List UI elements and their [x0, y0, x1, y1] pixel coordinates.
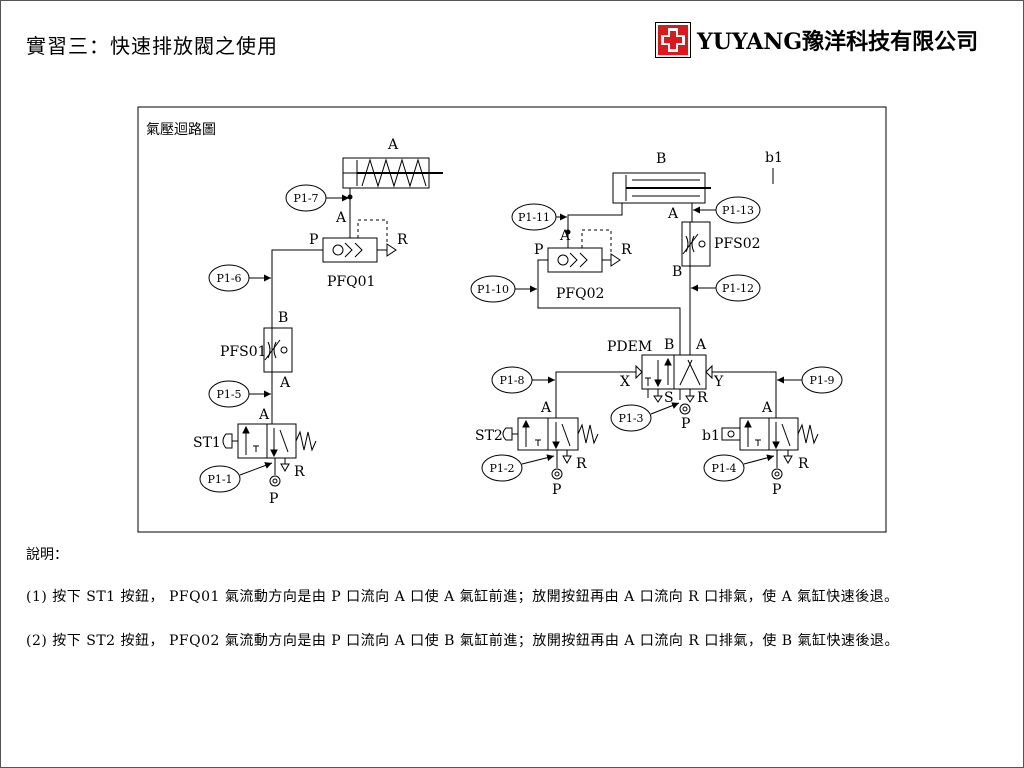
- probe-p1-9: [777, 366, 843, 394]
- label-pfs02: PFS02: [714, 236, 761, 252]
- probe-label-p1-8: P1-8: [499, 374, 524, 387]
- st2-valve: [502, 417, 599, 451]
- label-b1: b1: [702, 428, 720, 444]
- probe-p1-2: [481, 454, 555, 482]
- label-pfq02-p: P: [534, 242, 543, 258]
- label-pdem-x: X: [620, 374, 630, 390]
- label-pfq01-r: R: [397, 232, 408, 248]
- probe-label-p1-3: P1-3: [618, 412, 643, 425]
- probe-label-p1-6: P1-6: [216, 272, 241, 285]
- probe-p1-5: [208, 380, 271, 408]
- probe-label-p1-7: P1-7: [293, 192, 318, 205]
- page-title: 實習三：快速排放閥之使用: [26, 34, 278, 58]
- label-pdem-y: Y: [713, 374, 724, 390]
- pdem-valve: [635, 354, 713, 403]
- label-pfs01: PFS01: [220, 344, 267, 360]
- label-st1-p: P: [269, 491, 278, 507]
- probe-p1-3: [610, 402, 680, 432]
- cylinder-b: [612, 172, 711, 204]
- probe-label-p1-4: P1-4: [711, 462, 736, 475]
- probe-p1-12: [691, 274, 761, 302]
- pfs01-flow-control: [263, 327, 293, 373]
- probe-p1-4: [703, 454, 775, 482]
- b1-valve: [721, 417, 819, 451]
- label-pdem-s: S: [664, 390, 674, 406]
- label-st1: ST1: [193, 435, 221, 451]
- probe-label-p1-9: P1-9: [809, 374, 834, 387]
- label-pdem-a: A: [695, 337, 707, 353]
- label-pfq02-a: A: [559, 228, 571, 244]
- label-pfq01-p: P: [309, 232, 318, 248]
- label-cylinder-a: A: [387, 137, 399, 153]
- pfs02-flow-control: [681, 221, 711, 267]
- label-st2-p: P: [552, 482, 561, 498]
- label-pdem: PDEM: [607, 339, 652, 355]
- probe-label-p1-5: P1-5: [216, 388, 241, 401]
- probe-p1-6: [208, 264, 271, 292]
- label-pdem-b: B: [664, 337, 674, 353]
- probe-p1-1: [199, 462, 273, 493]
- label-pfq01: PFQ01: [327, 274, 375, 290]
- label-cylinder-b: B: [656, 151, 666, 167]
- probe-label-p1-1: P1-1: [207, 473, 232, 486]
- company-logo: YUYANG豫洋科技有限公司: [655, 22, 978, 58]
- probe-label-p1-2: P1-2: [489, 462, 514, 475]
- yuyang-cross-icon: [655, 22, 691, 58]
- label-b1-r: R: [798, 456, 809, 472]
- description-heading: 說明：: [26, 547, 68, 563]
- probe-p1-13: [693, 196, 761, 224]
- label-st2-r: R: [576, 456, 587, 472]
- probe-p1-11: [511, 203, 567, 231]
- probe-p1-8: [491, 366, 555, 394]
- label-pfq02-r: R: [621, 242, 632, 258]
- probe-p1-7: [285, 184, 349, 212]
- label-st1-r: R: [294, 464, 305, 480]
- diagram-border: [137, 106, 887, 533]
- pfq01-valve: [322, 219, 397, 263]
- description-line-1: (1) 按下 ST1 按鈕， PFQ01 氣流動方向是由 P 口流向 A 口使 …: [26, 589, 899, 605]
- probe-label-p1-11: P1-11: [518, 211, 550, 224]
- label-b1-top: b1: [765, 150, 783, 166]
- diagram-caption: 氣壓迴路圖: [146, 122, 216, 138]
- probe-label-p1-13: P1-13: [722, 204, 754, 217]
- label-st1-a: A: [258, 407, 270, 423]
- st1-valve: [222, 423, 317, 459]
- label-pfs02-b: B: [672, 264, 682, 280]
- probe-p1-10: [470, 275, 537, 303]
- pfq02-valve: [547, 229, 621, 273]
- label-b1-p: P: [772, 482, 781, 498]
- company-name: YUYANG豫洋科技有限公司: [697, 29, 979, 55]
- cylinder-a: [342, 157, 443, 189]
- probe-label-p1-12: P1-12: [722, 282, 754, 295]
- label-st2: ST2: [475, 428, 503, 444]
- label-st2-a: A: [540, 400, 552, 416]
- probe-label-p1-10: P1-10: [477, 283, 509, 296]
- label-pfq01-a: A: [335, 210, 347, 226]
- label-pdem-p: P: [681, 416, 690, 432]
- label-pfs01-b: B: [278, 310, 288, 326]
- label-b1-a: A: [761, 400, 773, 416]
- label-pfq02: PFQ02: [556, 286, 604, 302]
- label-cylb-a: A: [667, 206, 679, 222]
- label-pdem-r: R: [697, 390, 708, 406]
- label-pfs01-a: A: [279, 375, 291, 391]
- description-line-2: (2) 按下 ST2 按鈕， PFQ02 氣流動方向是由 P 口流向 A 口使 …: [26, 633, 900, 649]
